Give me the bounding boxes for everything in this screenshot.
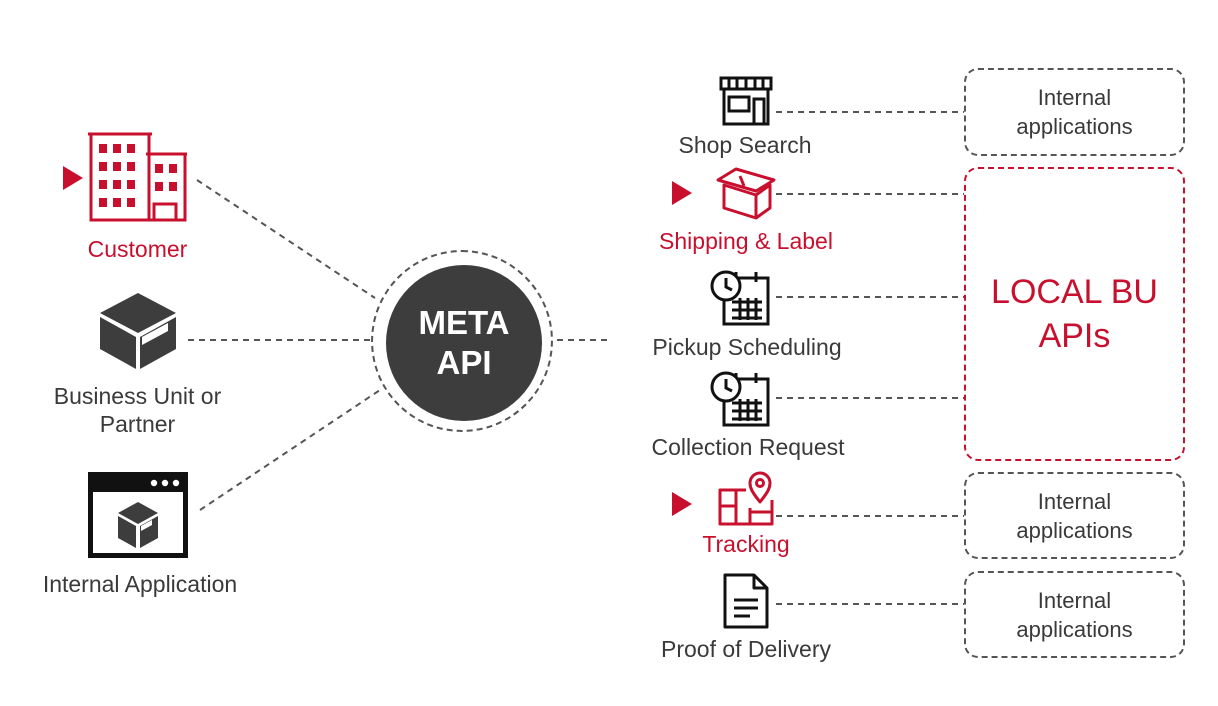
customer-label: Customer	[87, 236, 188, 262]
internal-line1: Internal	[1037, 488, 1112, 514]
pointer-arrow-customer	[63, 166, 83, 190]
proof-of-delivery-label: Proof of Delivery	[660, 636, 831, 662]
local-bu-line1: LOCAL BU	[991, 273, 1158, 311]
calendar-clock-icon	[710, 371, 770, 427]
collection-request-label: Collection Request	[651, 434, 845, 460]
internal-line1: Internal	[1037, 587, 1112, 613]
document-icon	[723, 573, 769, 629]
internal-line2: applications	[1016, 517, 1133, 543]
app-window-icon	[88, 472, 188, 558]
hub-title-line2: API	[436, 344, 492, 381]
local-bu-line2: APIs	[1038, 317, 1111, 355]
cube-icon	[100, 293, 176, 369]
internal-application-label: Internal Application	[42, 571, 238, 597]
map-pin-icon	[718, 471, 774, 526]
local-bu-apis-box: LOCAL BU APIs	[964, 167, 1185, 461]
internal-line1: Internal	[1037, 85, 1112, 110]
calendar-clock-icon	[710, 270, 770, 326]
hub-outer-ring	[371, 250, 553, 432]
line-customer	[196, 179, 376, 299]
shop-icon	[719, 76, 773, 126]
meta-api-hub: META API	[386, 265, 542, 421]
shop-search-label: Shop Search	[678, 132, 812, 158]
line-internal-app	[199, 389, 381, 511]
shipping-label-label: Shipping & Label	[659, 228, 833, 254]
pickup-scheduling-label: Pickup Scheduling	[652, 334, 842, 360]
hub-title-line1: META	[418, 304, 510, 341]
pointer-arrow-tracking	[672, 492, 692, 516]
business-unit-line1: Business Unit or	[53, 383, 222, 409]
tracking-label: Tracking	[702, 531, 790, 557]
internal-applications-box-2: Internal applications	[964, 472, 1185, 559]
business-unit-line2: Partner	[99, 411, 176, 437]
business-unit-label: Business Unit or Partner	[20, 382, 255, 438]
internal-line2: applications	[1016, 616, 1133, 642]
box-icon	[716, 167, 776, 220]
internal-applications-box-1: Internal applications	[964, 68, 1185, 156]
building-icon	[88, 132, 187, 222]
internal-line2: applications	[1016, 114, 1133, 139]
pointer-arrow-shipping	[672, 181, 692, 205]
internal-applications-box-3: Internal applications	[964, 571, 1185, 658]
